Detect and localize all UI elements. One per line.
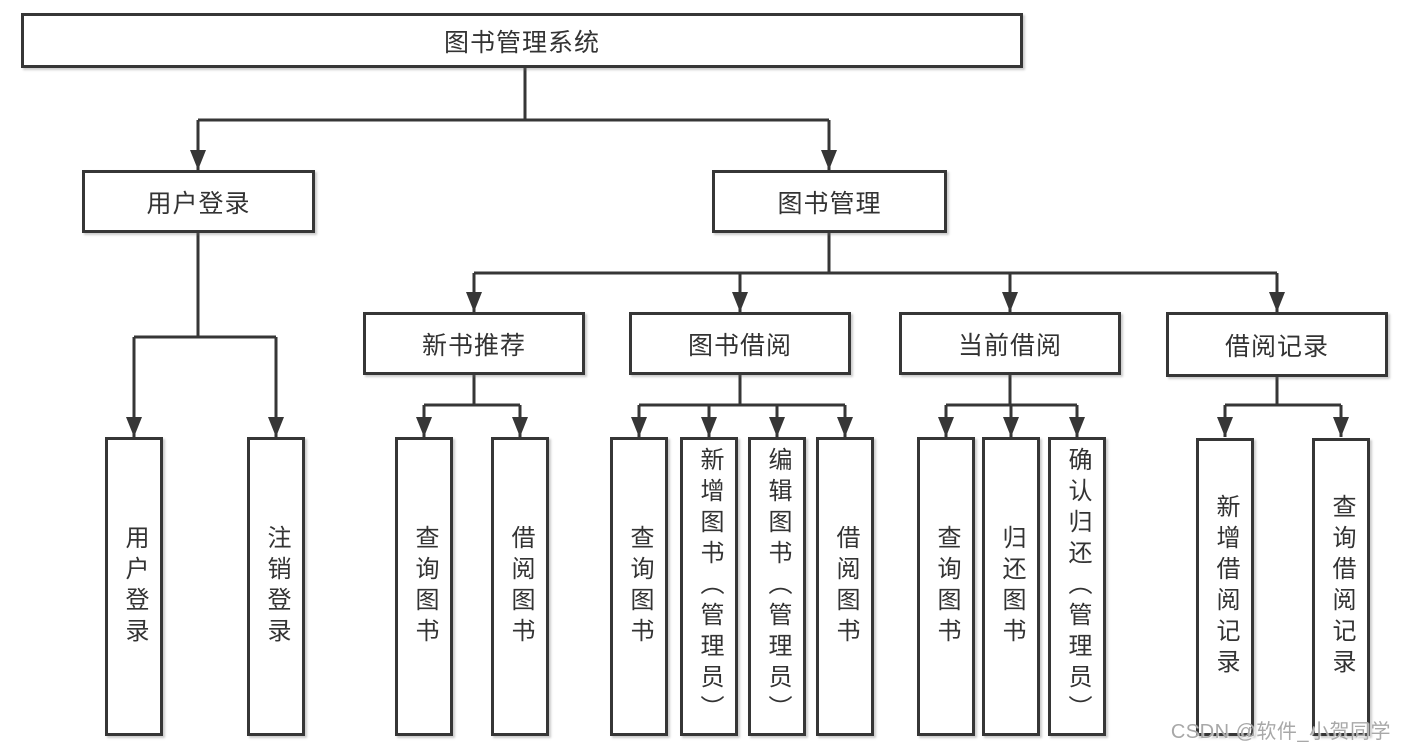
leaf-user-login: 用户登录 <box>105 437 163 736</box>
leaf-query-books-borrowing: 查询图书 <box>610 437 668 736</box>
leaf-return-books: 归还图书 <box>982 437 1040 736</box>
leaf-query-books-current: 查询图书 <box>917 437 975 736</box>
node-borrowing-records: 借阅记录 <box>1166 312 1388 377</box>
leaf-query-books-recommend: 查询图书 <box>395 437 453 736</box>
connector-lines <box>134 68 1341 407</box>
leaf-query-borrow-record: 查询借阅记录 <box>1312 438 1370 736</box>
node-book-management: 图书管理 <box>712 170 947 233</box>
leaf-confirm-return-admin: 确认归还（管理员） <box>1048 437 1106 736</box>
watermark-text: CSDN @软件_小贺同学 <box>1170 721 1391 743</box>
node-root-system: 图书管理系统 <box>21 13 1023 68</box>
node-current-borrowing: 当前借阅 <box>899 312 1121 375</box>
leaf-edit-books-admin: 编辑图书（管理员） <box>748 437 806 736</box>
leaf-add-books-admin: 新增图书（管理员） <box>680 437 738 736</box>
node-book-borrowing: 图书借阅 <box>629 312 851 375</box>
node-new-book-recommend: 新书推荐 <box>363 312 585 375</box>
leaf-borrow-books: 借阅图书 <box>816 437 874 736</box>
leaf-add-borrow-record: 新增借阅记录 <box>1196 438 1254 736</box>
leaf-logout: 注销登录 <box>247 437 305 736</box>
node-user-login: 用户登录 <box>82 170 315 233</box>
leaf-borrow-books-recommend: 借阅图书 <box>491 437 549 736</box>
